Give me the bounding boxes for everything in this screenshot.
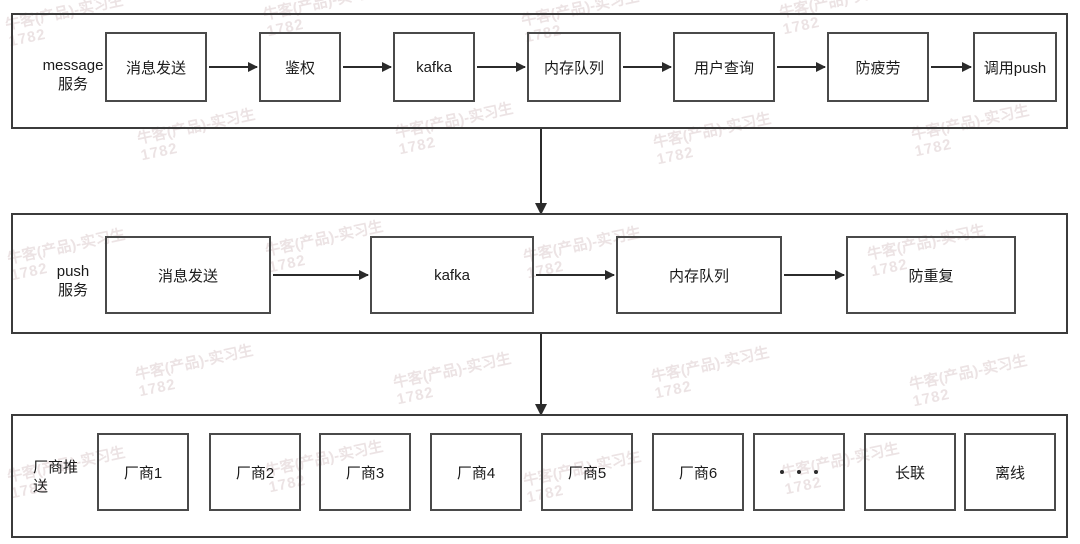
node-user-query[interactable]: 用户查询 — [673, 32, 775, 102]
band-message-service: message 服务 消息发送 鉴权 kafka 内存队列 用户查询 防疲劳 调… — [11, 13, 1068, 129]
node-anti-fatigue[interactable]: 防疲劳 — [827, 32, 929, 102]
node-changlian[interactable]: 长联 — [864, 433, 956, 511]
arrow-push-service-to-vendor-push — [535, 334, 547, 416]
band-vendor-push: 厂商推 送 厂商1 厂商2 厂商3 厂商4 厂商5 厂商6 长联 离线 — [11, 414, 1068, 538]
arrow-anti-fatigue-to-call-push — [931, 62, 972, 72]
arrow-message-service-to-push-service — [535, 129, 547, 215]
node-push-memory-queue[interactable]: 内存队列 — [616, 236, 782, 314]
arrow-push-memory-queue-to-dedup — [784, 270, 845, 280]
band-label-vendor-push: 厂商推 送 — [33, 459, 79, 496]
arrow-user-query-to-anti-fatigue — [777, 62, 826, 72]
arrow-auth-to-kafka — [343, 62, 392, 72]
node-message-send[interactable]: 消息发送 — [105, 32, 207, 102]
node-push-kafka[interactable]: kafka — [370, 236, 534, 314]
arrow-push-kafka-to-memory-queue — [536, 270, 615, 280]
band-label-push-service: push 服务 — [56, 263, 90, 300]
node-push-dedup[interactable]: 防重复 — [846, 236, 1016, 314]
node-vendor-5[interactable]: 厂商5 — [541, 433, 633, 511]
node-call-push[interactable]: 调用push — [973, 32, 1057, 102]
band-push-service: push 服务 消息发送 kafka 内存队列 防重复 — [11, 213, 1068, 334]
band-label-message-service: message 服务 — [42, 57, 104, 94]
node-vendor-more[interactable] — [753, 433, 845, 511]
node-kafka[interactable]: kafka — [393, 32, 475, 102]
node-vendor-4[interactable]: 厂商4 — [430, 433, 522, 511]
node-vendor-1[interactable]: 厂商1 — [97, 433, 189, 511]
node-offline[interactable]: 离线 — [964, 433, 1056, 511]
node-vendor-3[interactable]: 厂商3 — [319, 433, 411, 511]
arrow-kafka-to-memory-queue — [477, 62, 526, 72]
ellipsis-icon — [780, 470, 818, 474]
arrow-memory-queue-to-user-query — [623, 62, 672, 72]
arrow-push-message-send-to-kafka — [273, 270, 369, 280]
arrow-message-send-to-auth — [209, 62, 258, 72]
node-push-message-send[interactable]: 消息发送 — [105, 236, 271, 314]
node-vendor-6[interactable]: 厂商6 — [652, 433, 744, 511]
node-memory-queue[interactable]: 内存队列 — [527, 32, 621, 102]
node-vendor-2[interactable]: 厂商2 — [209, 433, 301, 511]
node-auth[interactable]: 鉴权 — [259, 32, 341, 102]
